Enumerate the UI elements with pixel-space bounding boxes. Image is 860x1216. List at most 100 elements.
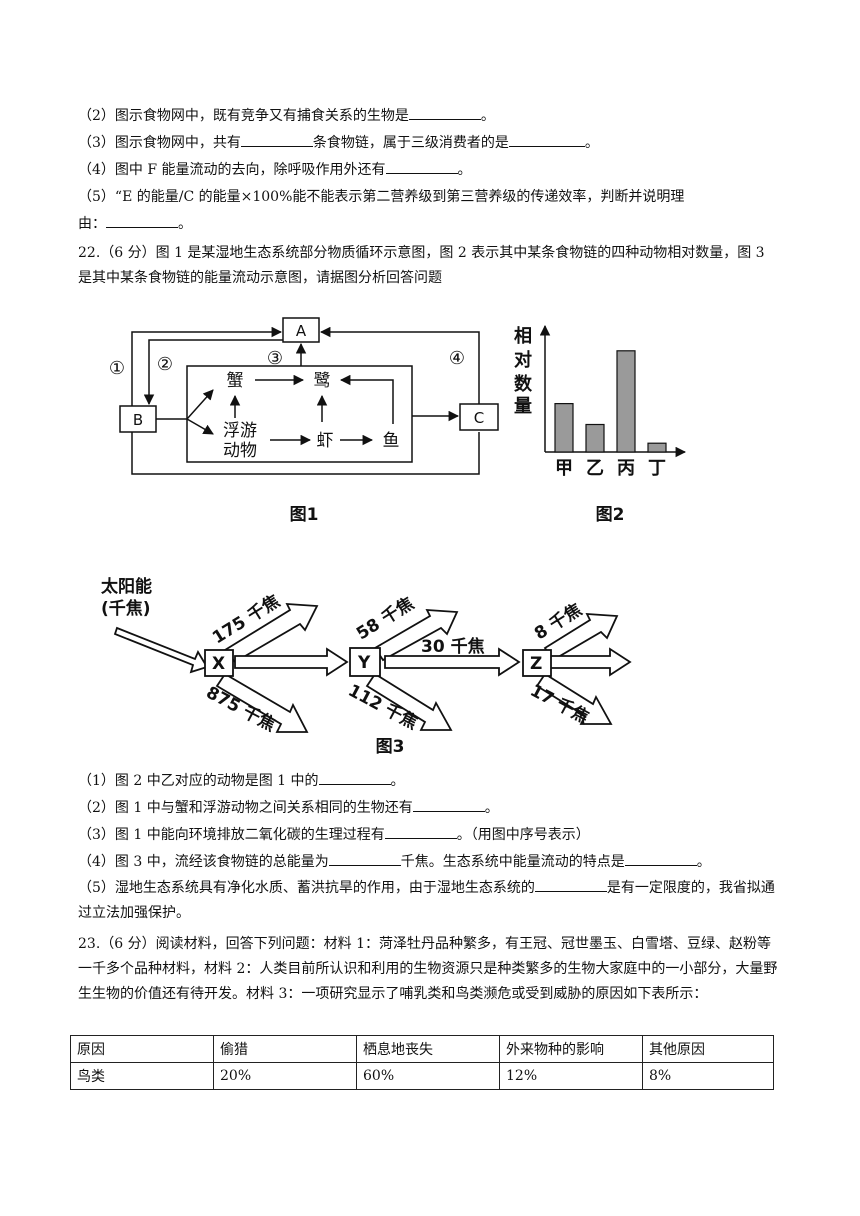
answer-blank[interactable]: [328, 851, 401, 866]
ylabel-char-1: 相: [514, 326, 532, 347]
table-header-cell: 其他原因: [642, 1035, 774, 1063]
q22-item-1: （1）图 2 中乙对应的动物是图 1 中的 。: [78, 770, 405, 792]
q22-item-5-text-b: 是有一定限度的，我省拟通过立法加强保护。: [78, 880, 775, 921]
table-header-cell: 偷猎: [213, 1035, 357, 1063]
answer-blank[interactable]: [408, 105, 481, 120]
egret-label: 鹭: [314, 371, 331, 391]
node-c-label: C: [474, 409, 484, 427]
period: 。: [480, 108, 495, 124]
arrow-z-down: [535, 672, 613, 725]
threat-table: 原因 偷猎 栖息地丧失 外来物种的影响 其他原因 鸟类 20% 60% 12% …: [70, 1035, 774, 1090]
arrow-x-down: [215, 672, 309, 733]
q21-item-5-cont: 由： 。: [78, 213, 192, 235]
answer-blank[interactable]: [624, 851, 697, 866]
arrow-to-plankton: [186, 418, 214, 435]
period: 。: [584, 135, 599, 151]
q22-item-5-text: （5）湿地生态系统具有净化水质、蓄洪抗旱的作用，由于湿地生态系统的: [78, 880, 535, 896]
category-label-1: 乙: [586, 458, 604, 479]
q22-item-5: （5）湿地生态系统具有净化水质、蓄洪抗旱的作用，由于湿地生态系统的是有一定限度的…: [78, 876, 778, 926]
category-labels: 甲乙丙丁: [555, 458, 666, 479]
table-cell: 12%: [499, 1062, 643, 1090]
figure-1: [119, 317, 499, 475]
label-y-mid: 30 千焦: [421, 636, 485, 657]
arrow-to-crab: [186, 389, 214, 420]
q22-item-2-text: （2）图 1 中与蟹和浮游动物之间关系相同的生物还有: [78, 800, 413, 816]
table-header-row: 原因 偷猎 栖息地丧失 外来物种的影响 其他原因: [70, 1035, 774, 1063]
q21-item-2-text: （2）图示食物网中，既有竞争又有捕食关系的生物是: [78, 108, 409, 124]
line-b-c-bottom: [131, 432, 480, 475]
plankton-label-2: 动物: [223, 441, 257, 461]
plankton-label-1: 浮游: [223, 421, 257, 441]
q21-item-2: （2）图示食物网中，既有竞争又有捕食关系的生物是 。: [78, 105, 495, 127]
fish-label: 鱼: [383, 431, 400, 451]
q21-item-5-text-b: 由：: [78, 216, 106, 232]
figure-2-caption: 图2: [596, 505, 625, 525]
table-header-cell: 原因: [70, 1035, 214, 1063]
marker-2: ②: [157, 354, 173, 375]
period: 。: [484, 800, 499, 816]
q21-item-3: （3）图示食物网中，共有 条食物链，属于三级消费者的是 。: [78, 132, 599, 154]
figure-3-caption: 图3: [376, 737, 405, 757]
category-label-3: 丁: [648, 458, 666, 479]
q23-intro: 23.（6 分）阅读材料，回答下列问题：材料 1：菏泽牡丹品种繁多，有王冠、冠世…: [78, 936, 778, 1002]
period: 。: [390, 773, 405, 789]
node-x-box: [204, 649, 234, 677]
period: 。: [696, 854, 711, 870]
period: 。: [178, 216, 192, 232]
bar-0: [554, 402, 574, 453]
marker-1: ①: [109, 358, 125, 379]
node-z-label: Z: [530, 654, 542, 674]
table-cell: 60%: [356, 1062, 500, 1090]
arrow-y-up: [373, 608, 459, 662]
source-label-2: (千焦): [101, 598, 151, 619]
answer-blank[interactable]: [412, 797, 485, 812]
q21-item-3-text-b: 条食物链，属于三级消费者的是: [312, 135, 509, 151]
answer-blank[interactable]: [534, 877, 607, 892]
arrow-fish-to-egret: [339, 374, 394, 424]
node-x-label: X: [212, 654, 225, 674]
ylabel-char-2: 对: [514, 349, 532, 371]
food-web-box: [186, 365, 413, 463]
answer-blank[interactable]: [384, 824, 457, 839]
q22-item-1-text: （1）图 2 中乙对应的动物是图 1 中的: [78, 773, 319, 789]
q22-item-2: （2）图 1 中与蟹和浮游动物之间关系相同的生物还有 。: [78, 797, 499, 819]
node-y-box: [349, 647, 381, 677]
q22-item-4-text-b: 千焦。生态系统中能量流动的特点是: [400, 854, 625, 870]
ylabel-char-3: 数: [514, 373, 533, 395]
figure-1-caption: 图1: [290, 505, 319, 525]
arrow-y-to-z: [384, 647, 521, 677]
arrow-a-to-b: [143, 339, 283, 406]
figure-1-2: A B C 蟹 鹭 浮游 动物 虾 鱼 ① ② ③ ④ 图1 相 对 数 量 甲…: [109, 317, 687, 525]
q22-item-4-text: （4）图 3 中，流经该食物链的总能量为: [78, 854, 329, 870]
crab-label: 蟹: [227, 371, 244, 391]
arrow-c-to-a: [319, 326, 480, 404]
answer-blank[interactable]: [385, 159, 458, 174]
q22-intro: 22.（6 分）图 1 是某湿地生态系统部分物质循环示意图，图 2 表示其中某条…: [78, 245, 765, 286]
q21-item-3-text-a: （3）图示食物网中，共有: [78, 135, 241, 151]
q22-item-3-text: （3）图 1 中能向环境排放二氧化碳的生理过程有: [78, 827, 385, 843]
q22-item-3: （3）图 1 中能向环境排放二氧化碳的生理过程有。（用图中序号表示）: [78, 824, 590, 846]
node-y-label: Y: [357, 653, 371, 673]
node-z-box: [522, 649, 552, 677]
node-a-label: A: [296, 322, 307, 340]
answer-blank[interactable]: [508, 132, 585, 147]
table-cell: 8%: [642, 1062, 774, 1090]
answer-blank[interactable]: [240, 132, 313, 147]
category-label-0: 甲: [555, 458, 573, 479]
sun-arrow: [113, 626, 209, 674]
answer-blank[interactable]: [318, 770, 391, 785]
shrimp-label: 虾: [317, 431, 334, 451]
q21-item-4-text: （4）图中 F 能量流动的去向，除呼吸作用外还有: [78, 162, 386, 178]
node-b-label: B: [133, 411, 143, 429]
q21-item-4: （4）图中 F 能量流动的去向，除呼吸作用外还有 。: [78, 159, 472, 181]
bar-1: [585, 423, 605, 453]
q21-item-5-text: （5）“E 的能量/C 的能量×100%能不能表示第二营养级到第三营养级的传递效…: [78, 189, 685, 205]
q21-item-5: （5）“E 的能量/C 的能量×100%能不能表示第二营养级到第三营养级的传递效…: [78, 186, 684, 208]
table-header-cell: 外来物种的影响: [499, 1035, 643, 1063]
table-cell: 20%: [213, 1062, 357, 1090]
arrow-b-to-a: [131, 326, 283, 406]
table-header-cell: 栖息地丧失: [356, 1035, 500, 1063]
bar-2: [616, 350, 636, 453]
answer-blank[interactable]: [106, 213, 178, 228]
period: 。: [457, 162, 472, 178]
